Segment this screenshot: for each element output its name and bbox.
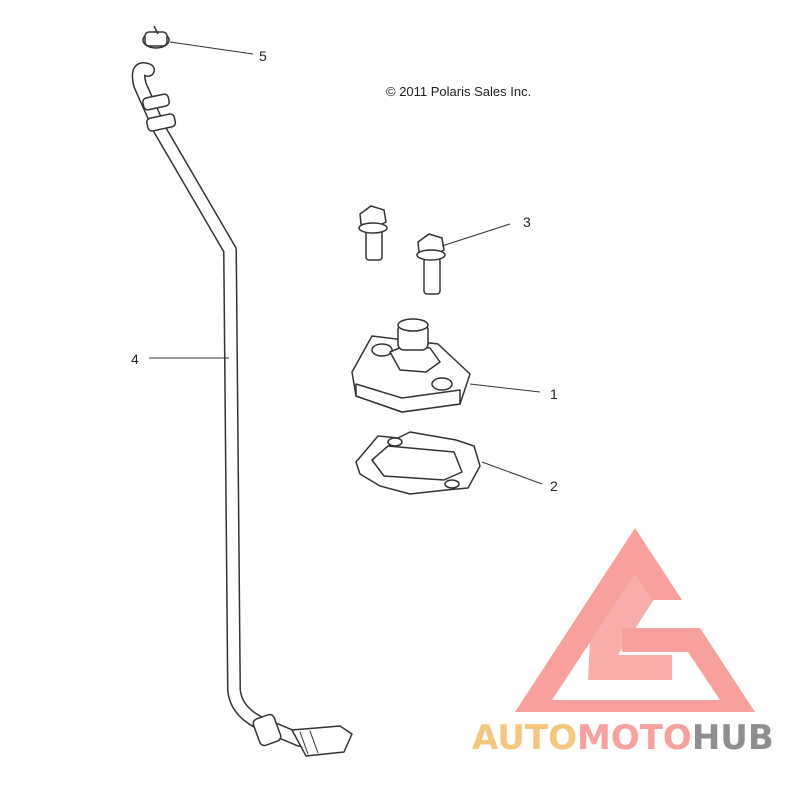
watermark-logo-mark <box>515 528 755 712</box>
callout-1: 1 <box>550 386 558 402</box>
leader-line-2 <box>481 461 543 485</box>
valve-housing-part-1 <box>351 318 471 413</box>
bolt-left <box>358 205 388 261</box>
callout-2: 2 <box>550 478 558 494</box>
copyright-notice: © 2011 Polaris Sales Inc. <box>386 84 532 99</box>
leader-line-1 <box>469 383 541 393</box>
bolts-part-3 <box>358 205 446 295</box>
wordmark-moto: MOTO <box>576 718 692 758</box>
wordmark-hub: HUB <box>691 718 774 758</box>
hose-part-4 <box>131 62 353 757</box>
callout-5: 5 <box>259 48 267 64</box>
wordmark-auto: AUTO <box>472 718 577 758</box>
callout-4: 4 <box>131 351 139 367</box>
watermark-wordmark: AUTOMOTOHUB <box>472 718 774 758</box>
leader-line-5 <box>169 41 254 55</box>
callout-3: 3 <box>523 214 531 230</box>
gasket-part-2 <box>355 431 481 495</box>
clamp-part-5 <box>142 25 170 49</box>
bolt-right <box>416 233 446 295</box>
leader-line-3 <box>441 223 511 247</box>
